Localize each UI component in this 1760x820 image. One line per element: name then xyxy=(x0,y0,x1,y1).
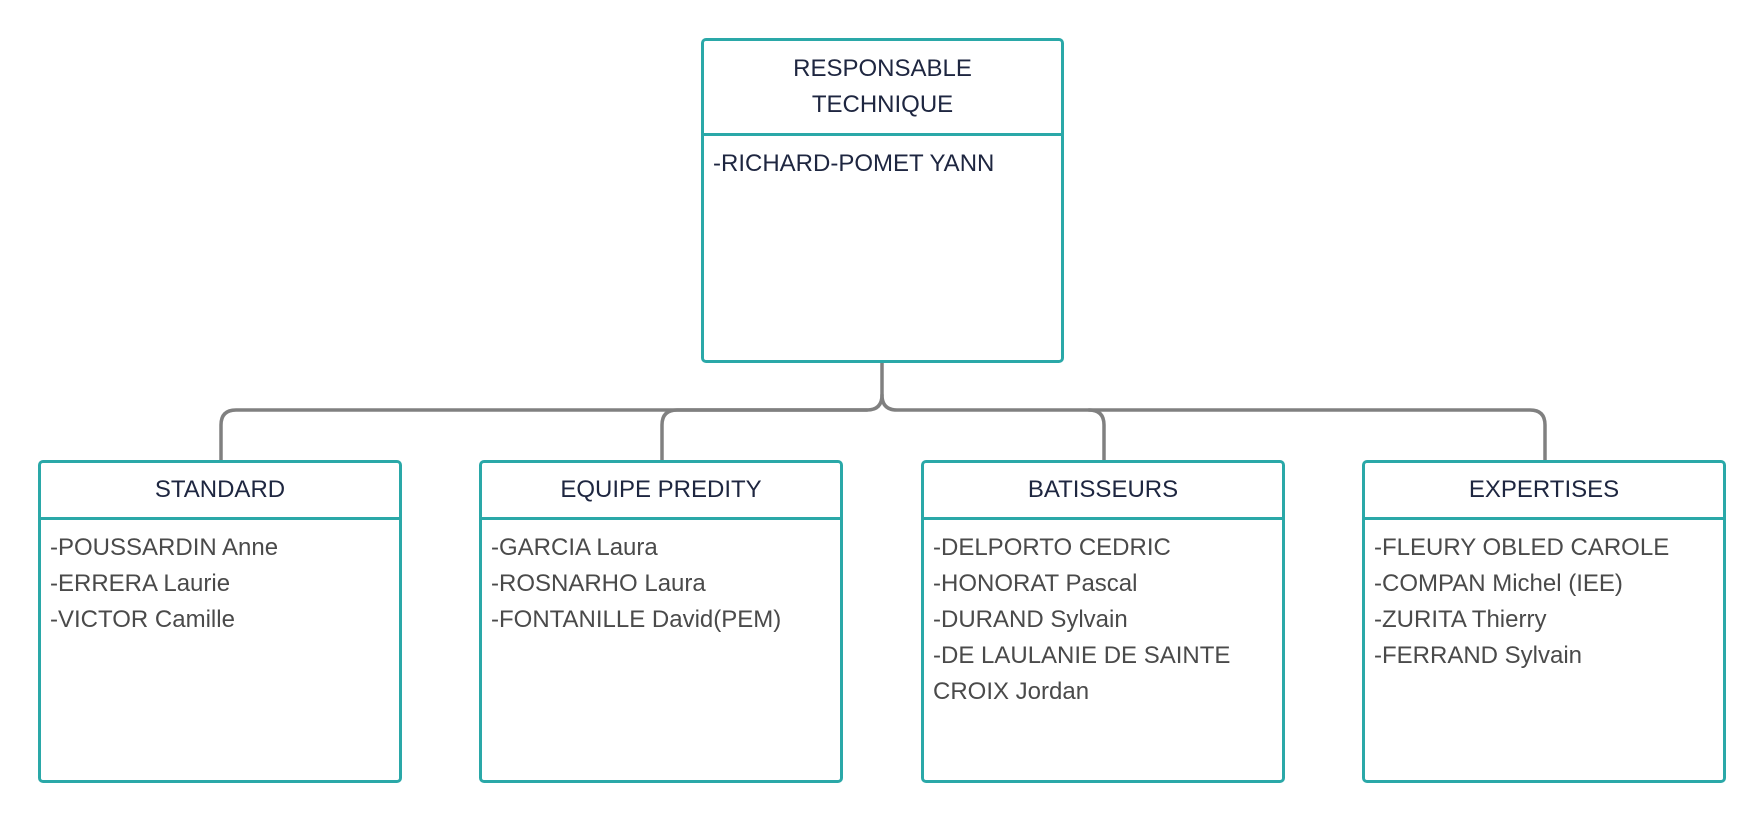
team-box-equipe-predity[interactable]: EQUIPE PREDITY -GARCIA Laura -ROSNARHO L… xyxy=(479,460,843,783)
team-members: -POUSSARDIN Anne -ERRERA Laurie -VICTOR … xyxy=(41,520,399,638)
member-item: -POUSSARDIN Anne xyxy=(50,534,279,561)
member-item: -DURAND Sylvain xyxy=(933,606,1128,633)
member-item: -ROSNARHO Laura xyxy=(491,570,706,597)
connector-branch-expertises xyxy=(1087,408,1547,462)
member-item: -FLEURY OBLED CAROLE xyxy=(1374,534,1670,561)
team-header: BATISSEURS xyxy=(924,463,1282,520)
header-title-line2: TECHNIQUE xyxy=(811,91,954,118)
member-item: -GARCIA Laura xyxy=(491,534,658,561)
connector-trunk xyxy=(219,361,884,462)
member-item: -COMPAN Michel (IEE) xyxy=(1374,570,1623,597)
member-item: -ERRERA Laurie xyxy=(50,570,231,597)
member-item: -ZURITA Thierry xyxy=(1374,606,1547,633)
member-item: -FONTANILLE David(PEM) xyxy=(491,606,782,633)
member-item: -VICTOR Camille xyxy=(50,606,235,633)
team-header: STANDARD xyxy=(41,463,399,520)
team-box-standard[interactable]: STANDARD -POUSSARDIN Anne -ERRERA Laurie… xyxy=(38,460,402,783)
team-members: -FLEURY OBLED CAROLE -COMPAN Michel (IEE… xyxy=(1365,520,1723,674)
team-members: -DELPORTO CEDRIC -HONORAT Pascal -DURAND… xyxy=(924,520,1282,710)
connector-branch-predity xyxy=(660,408,869,462)
responsable-technique-header: RESPONSABLE TECHNIQUE xyxy=(704,41,1061,136)
responsable-technique-members: -RICHARD-POMET YANN xyxy=(704,136,1061,182)
member-item: -FERRAND Sylvain xyxy=(1374,642,1583,669)
team-members: -GARCIA Laura -ROSNARHO Laura -FONTANILL… xyxy=(482,520,840,638)
member-item: -RICHARD-POMET YANN xyxy=(713,150,995,177)
responsable-technique-box[interactable]: RESPONSABLE TECHNIQUE -RICHARD-POMET YAN… xyxy=(701,38,1064,363)
team-header: EQUIPE PREDITY xyxy=(482,463,840,520)
connector-branch-batisseurs xyxy=(880,393,1106,462)
team-header: EXPERTISES xyxy=(1365,463,1723,520)
member-item: -DE LAULANIE DE SAINTE xyxy=(933,642,1231,669)
member-item: -HONORAT Pascal xyxy=(933,570,1138,597)
header-title-line1: RESPONSABLE xyxy=(793,55,972,82)
member-item: -DELPORTO CEDRIC xyxy=(933,534,1171,561)
member-item: CROIX Jordan xyxy=(933,678,1090,705)
team-box-expertises[interactable]: EXPERTISES -FLEURY OBLED CAROLE -COMPAN … xyxy=(1362,460,1726,783)
team-box-batisseurs[interactable]: BATISSEURS -DELPORTO CEDRIC -HONORAT Pas… xyxy=(921,460,1285,783)
